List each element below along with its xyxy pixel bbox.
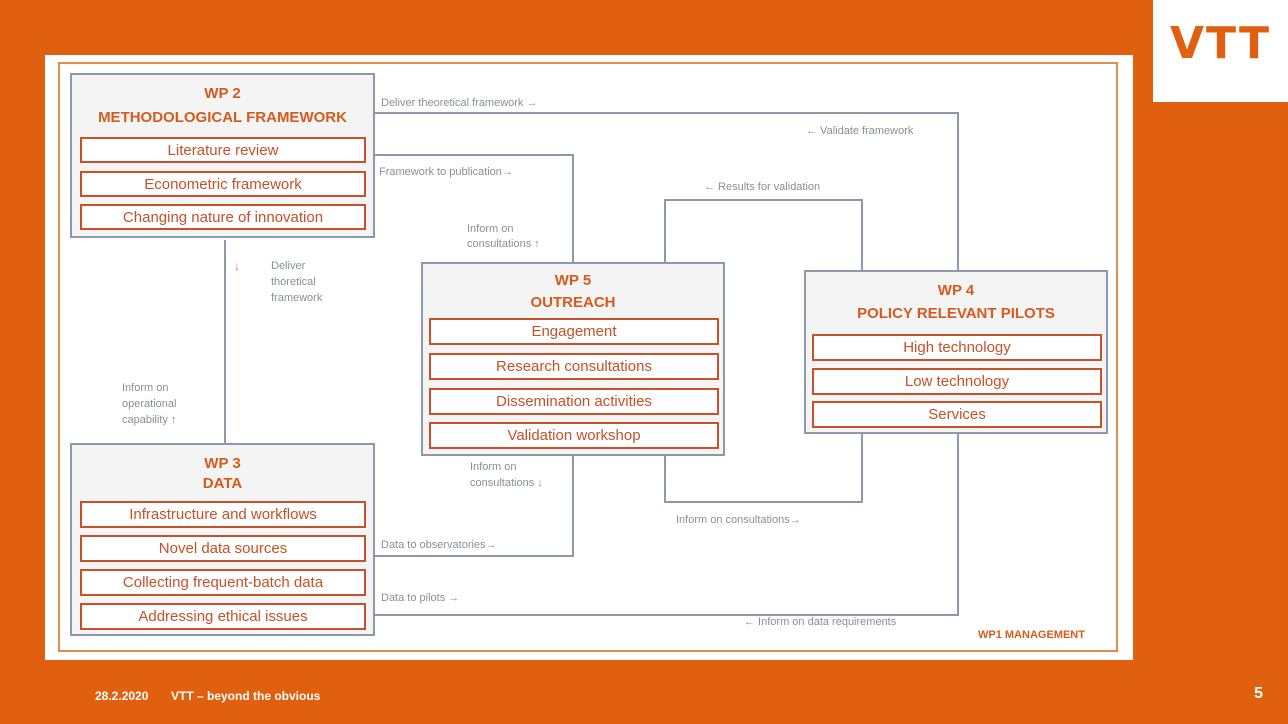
wp2-item-econometric-framework: Econometric framework bbox=[80, 171, 366, 197]
wp3-item-novel-data: Novel data sources bbox=[80, 535, 366, 562]
label-data-to-pilots: Data to pilots → bbox=[381, 592, 460, 604]
wp5-item-dissemination: Dissemination activities bbox=[429, 388, 719, 415]
wp4-code: WP 4 bbox=[937, 282, 975, 299]
line-wp5-to-wp4-bottom bbox=[664, 434, 863, 503]
wp3-item-infrastructure: Infrastructure and workflows bbox=[80, 501, 366, 528]
wp2-item-changing-nature: Changing nature of innovation bbox=[80, 204, 366, 230]
label-inform-consultations-up-1: Inform on bbox=[467, 223, 514, 235]
label-deliver-theoretical-framework: Deliver theoretical framework → bbox=[381, 97, 538, 109]
label-data-to-observatories: Data to observatories→ bbox=[381, 539, 497, 551]
wp5-item-research-consultations: Research consultations bbox=[429, 353, 719, 380]
wp2-box: WP 2 METHODOLOGICAL FRAMEWORK Literature… bbox=[70, 73, 375, 238]
label-inform-operational-3: capability ↑ bbox=[122, 414, 177, 426]
wp5-item-validation-workshop: Validation workshop bbox=[429, 422, 719, 449]
logo-box: VTT bbox=[1153, 0, 1288, 102]
footer-tagline: VTT – beyond the obvious bbox=[171, 689, 321, 703]
wp3-title: DATA bbox=[202, 475, 243, 492]
wp4-box: WP 4 POLICY RELEVANT PILOTS High technol… bbox=[804, 270, 1108, 434]
line-wp2-to-wp5 bbox=[375, 154, 574, 262]
wp3-code: WP 3 bbox=[204, 455, 241, 472]
wp3-box: WP 3 DATA Infrastructure and workflows N… bbox=[70, 443, 375, 636]
label-deliver-thoretical-3: framework bbox=[271, 292, 323, 304]
label-framework-to-publication: Framework to publication→ bbox=[379, 166, 513, 178]
label-deliver-thoretical-1: Deliver bbox=[271, 260, 306, 272]
label-inform-consultations-down-1: Inform on bbox=[470, 461, 517, 473]
wp4-item-high-technology: High technology bbox=[812, 334, 1102, 361]
vtt-logo: VTT bbox=[1169, 18, 1272, 69]
wp5-item-engagement: Engagement bbox=[429, 318, 719, 345]
wp3-item-frequent-batch: Collecting frequent-batch data bbox=[80, 569, 366, 596]
label-inform-consultations-right: Inform on consultations→ bbox=[676, 514, 801, 526]
wp2-item-literature-review: Literature review bbox=[80, 137, 366, 163]
wp5-code: WP 5 bbox=[554, 272, 592, 289]
down-arrow: ↓ bbox=[234, 259, 240, 273]
wp2-code: WP 2 bbox=[204, 85, 241, 102]
label-inform-consultations-up-2: consultations ↑ bbox=[467, 238, 540, 250]
label-validate-framework: ← Validate framework bbox=[806, 125, 914, 137]
wp1-management-frame bbox=[58, 62, 1118, 652]
line-wp5-to-wp4-top bbox=[664, 199, 863, 270]
label-deliver-thoretical-2: thoretical bbox=[271, 276, 316, 288]
wp5-box: WP 5 OUTREACH Engagement Research consul… bbox=[421, 262, 725, 456]
wp2-title: METHODOLOGICAL FRAMEWORK bbox=[98, 109, 347, 126]
label-inform-data-requirements: ← Inform on data requirements bbox=[744, 616, 897, 628]
line-wp2-to-wp4 bbox=[375, 112, 959, 270]
footer-date: 28.2.2020 bbox=[95, 689, 149, 703]
label-inform-operational-1: Inform on bbox=[122, 382, 169, 394]
label-wp1-management: WP1 MANAGEMENT bbox=[978, 629, 1085, 641]
wp4-item-services: Services bbox=[812, 401, 1102, 428]
wp4-item-low-technology: Low technology bbox=[812, 368, 1102, 395]
line-wp3-to-wp5 bbox=[375, 456, 574, 557]
wp3-item-ethical-issues: Addressing ethical issues bbox=[80, 603, 366, 630]
label-results-for-validation: ← Results for validation bbox=[704, 181, 821, 193]
wp4-title: POLICY RELEVANT PILOTS bbox=[857, 305, 1055, 322]
page-number: 5 bbox=[1254, 685, 1263, 702]
line-wp3-to-wp4 bbox=[375, 434, 959, 616]
label-inform-operational-2: operational bbox=[122, 398, 177, 410]
wp5-title: OUTREACH bbox=[530, 294, 616, 311]
label-inform-consultations-down-2: consultations ↓ bbox=[470, 477, 543, 489]
